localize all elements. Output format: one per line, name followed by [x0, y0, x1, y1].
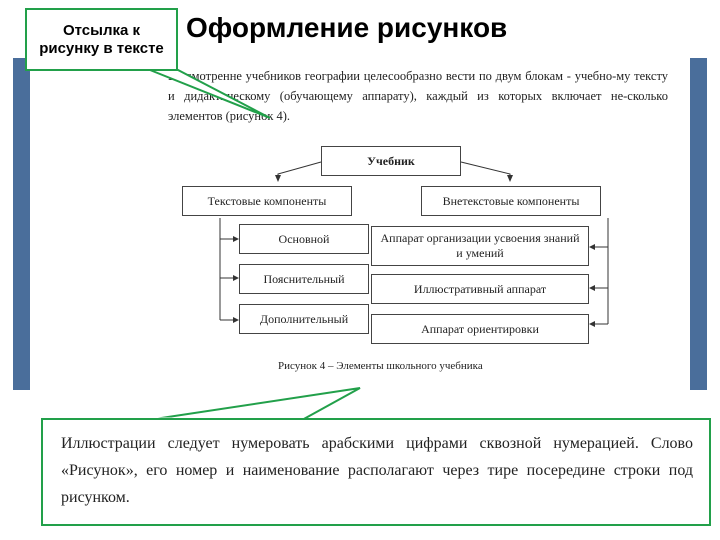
slide-title: Оформление рисунков: [186, 12, 508, 43]
diagram-right-header: Внетекстовые компоненты: [421, 186, 601, 216]
rule-note-box: Иллюстрации следует нумеровать арабскими…: [41, 418, 711, 526]
figure-caption: Рисунок 4 – Элементы школьного учебника: [278, 360, 483, 372]
diagram-left-item: Основной: [239, 224, 369, 254]
callout-reference-note: Отсылка к рисунку в тексте: [25, 8, 178, 71]
diagram-connectors: [219, 161, 609, 327]
rule-note-text: Иллюстрации следует нумеровать арабскими…: [61, 435, 693, 506]
document-paragraph: Рассмотренне учебников географии целесоо…: [168, 69, 668, 123]
diagram-root-node: Учебник: [321, 146, 461, 176]
callout-pointer-bottom: [147, 387, 361, 421]
document-page: Рассмотренне учебников географии целесоо…: [30, 58, 690, 390]
diagram-left-header: Текстовые компоненты: [182, 186, 352, 216]
diagram-left-item: Дополнительный: [239, 304, 369, 334]
diagram-right-item: Иллюстративный аппарат: [371, 274, 589, 304]
diagram-right-item: Аппарат ориентировки: [371, 314, 589, 344]
document-screenshot: Рассмотренне учебников географии целесоо…: [13, 58, 707, 390]
diagram-left-item: Пояснительный: [239, 264, 369, 294]
diagram-right-item: Аппарат организации усвоения знаний и ум…: [371, 226, 589, 266]
